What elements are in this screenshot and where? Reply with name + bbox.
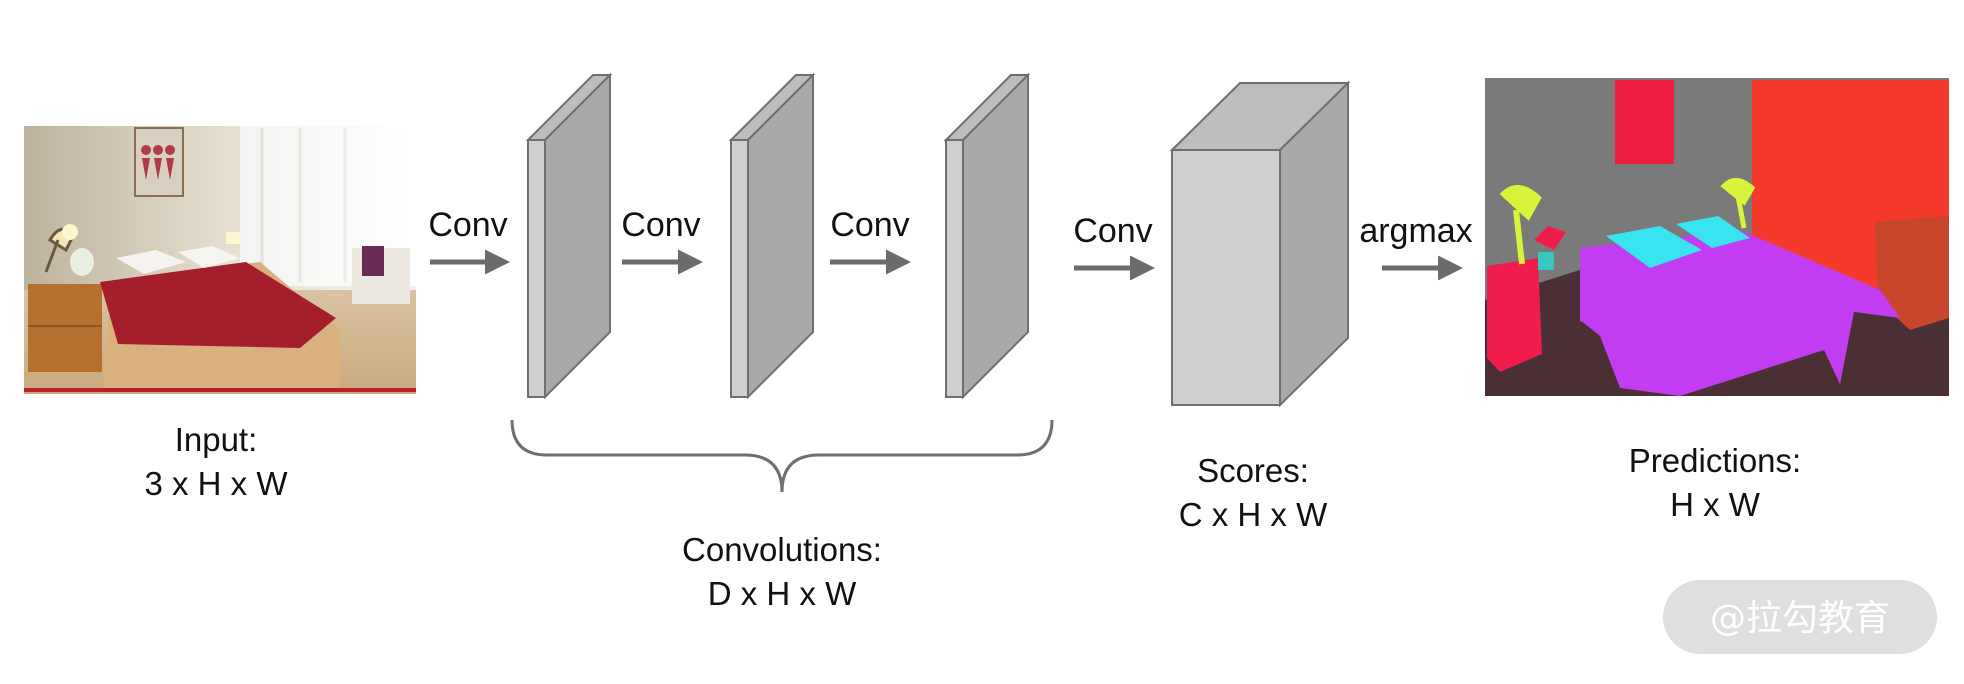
- seg-bed: [1580, 230, 1900, 396]
- conv-arrow-1: Conv: [428, 206, 510, 275]
- input-caption-line1: Input:: [175, 421, 258, 458]
- watermark: @拉勾教育: [1663, 580, 1937, 654]
- predictions-image: [1485, 78, 1949, 396]
- predictions-caption-line1: Predictions:: [1629, 442, 1801, 479]
- conv-arrow-2: Conv: [621, 206, 703, 275]
- watermark-text: @拉勾教育: [1710, 598, 1890, 639]
- seg-nightstand: [1487, 258, 1542, 372]
- conv-label-4: Conv: [1073, 212, 1152, 250]
- seg-picture: [1615, 80, 1674, 164]
- pillow-1: [116, 250, 186, 274]
- pillow-2: [178, 246, 240, 268]
- conv-slab-2: [728, 72, 816, 400]
- scores-caption-line2: C x H x W: [1179, 496, 1328, 533]
- seg-pillow-2: [1676, 216, 1750, 248]
- seg-lamp-2: [1720, 178, 1756, 229]
- predictions-caption-line2: H x W: [1670, 486, 1761, 523]
- conv-slab-1: [525, 72, 613, 400]
- nightstand: [28, 284, 102, 372]
- convolutions-caption-line2: D x H x W: [708, 575, 857, 612]
- input-caption-line2: 3 x H x W: [144, 465, 288, 502]
- conv-label-1: Conv: [428, 206, 507, 244]
- input-image: [24, 126, 416, 394]
- conv-label-2: Conv: [621, 206, 700, 244]
- conv-slab-3: [943, 72, 1031, 400]
- seg-lamp-1: [1499, 185, 1542, 265]
- scores-caption-line1: Scores:: [1197, 452, 1309, 489]
- argmax-arrow: argmax: [1359, 212, 1473, 281]
- convolutions-caption-line1: Convolutions:: [682, 531, 882, 568]
- convolutions-brace: [510, 419, 1054, 493]
- seg-cabinet: [1875, 216, 1949, 330]
- seg-pillow-1: [1606, 226, 1702, 268]
- conv-arrow-4: Conv: [1073, 212, 1155, 281]
- flowers: [70, 248, 94, 276]
- conv-arrow-3: Conv: [830, 206, 911, 275]
- scores-block: [1169, 80, 1351, 408]
- conv-label-3: Conv: [830, 206, 909, 244]
- bed-cover: [100, 262, 336, 348]
- argmax-label: argmax: [1359, 212, 1472, 250]
